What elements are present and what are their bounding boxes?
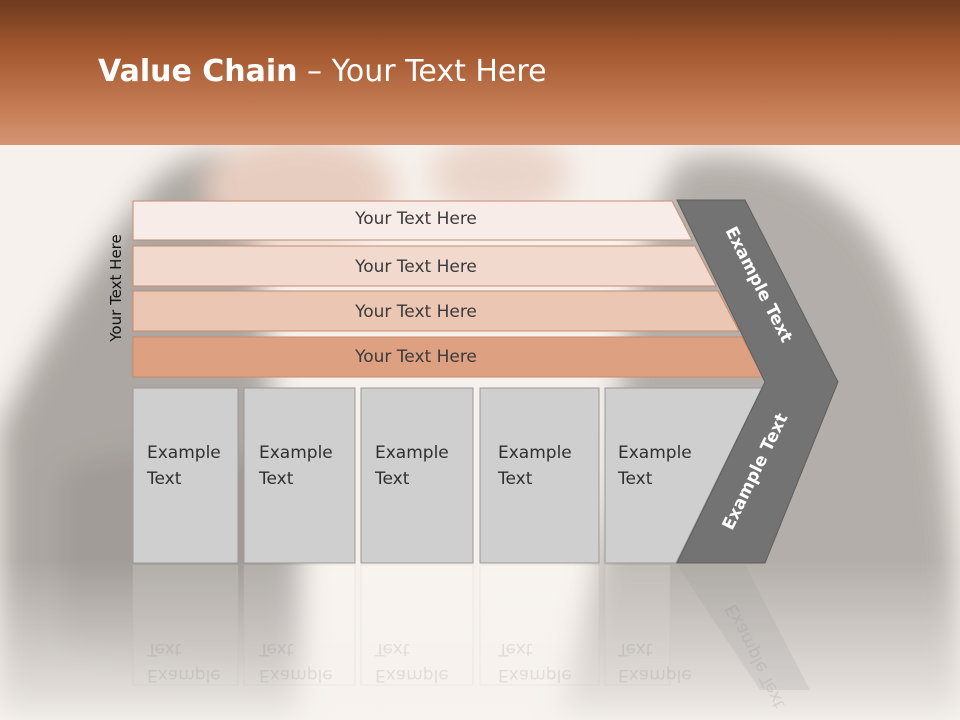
row-4: Your Text Here — [132, 336, 764, 378]
reflection-cell-3-line2: Text — [374, 639, 410, 659]
row-2: Your Text Here — [132, 245, 717, 287]
title-bold: Value Chain — [98, 54, 298, 89]
cell-1: Example Text — [132, 387, 239, 564]
cell-3-line1: Example — [375, 443, 449, 463]
row-2-shape — [132, 245, 717, 287]
slide-title: Value Chain – Your Text Here — [98, 54, 547, 89]
cell-1-box — [132, 387, 239, 564]
reflection-cell-1-line1: Example — [147, 665, 221, 685]
cell-2: Example Text — [243, 387, 356, 564]
cell-5-line1: Example — [618, 443, 692, 463]
cell-2-line2: Text — [258, 469, 294, 489]
reflection-cell-2-line1: Example — [259, 665, 333, 685]
cell-3-box — [360, 387, 474, 564]
reflection-cell-2 — [243, 564, 356, 686]
side-label: Your Text Here — [107, 234, 125, 342]
cell-1-line1: Example — [147, 443, 221, 463]
cell-5-box — [604, 387, 763, 564]
row-1-label: Your Text Here — [354, 209, 477, 229]
reflection-cell-1-line2: Text — [146, 639, 182, 659]
row-3: Your Text Here — [132, 290, 740, 332]
row-3-label: Your Text Here — [354, 302, 477, 322]
reflection-chevron — [677, 565, 810, 690]
cell-4-line2: Text — [497, 469, 533, 489]
reflection-cell-3 — [360, 564, 474, 686]
reflection-cell-4-line1: Example — [498, 665, 572, 685]
reflection-cell-4-line2: Text — [497, 639, 533, 659]
reflection-cell-1 — [132, 564, 239, 686]
reflection-cell-5 — [604, 564, 671, 686]
row-1: Your Text Here — [132, 200, 693, 241]
cell-2-box — [243, 387, 356, 564]
cell-1-line2: Text — [146, 469, 182, 489]
title-banner: Value Chain – Your Text Here — [0, 0, 960, 145]
chevron-shape — [676, 199, 839, 564]
reflection-cell-5-line2: Text — [617, 639, 653, 659]
row-2-label: Your Text Here — [354, 257, 477, 277]
reflection-cell-4 — [479, 564, 600, 686]
cell-4-line1: Example — [498, 443, 572, 463]
cell-2-line1: Example — [259, 443, 333, 463]
reflection: Example Text Example Text Example Text E… — [132, 564, 810, 712]
row-4-label: Your Text Here — [354, 347, 477, 367]
reflection-text: Example Text Example Text Example Text E… — [146, 639, 692, 685]
reflection-cell-3-line1: Example — [375, 665, 449, 685]
cell-5: Example Text — [604, 387, 763, 564]
cell-4-box — [479, 387, 600, 564]
cell-5-line2: Text — [617, 469, 653, 489]
reflection-cell-5-line1: Example — [618, 665, 692, 685]
title-rest: – Your Text Here — [297, 54, 547, 89]
reflection-cell-2-line2: Text — [258, 639, 294, 659]
cell-3: Example Text — [360, 387, 474, 564]
row-1-shape — [132, 200, 693, 241]
cell-3-line2: Text — [374, 469, 410, 489]
row-3-shape — [132, 290, 740, 332]
cell-4: Example Text — [479, 387, 600, 564]
